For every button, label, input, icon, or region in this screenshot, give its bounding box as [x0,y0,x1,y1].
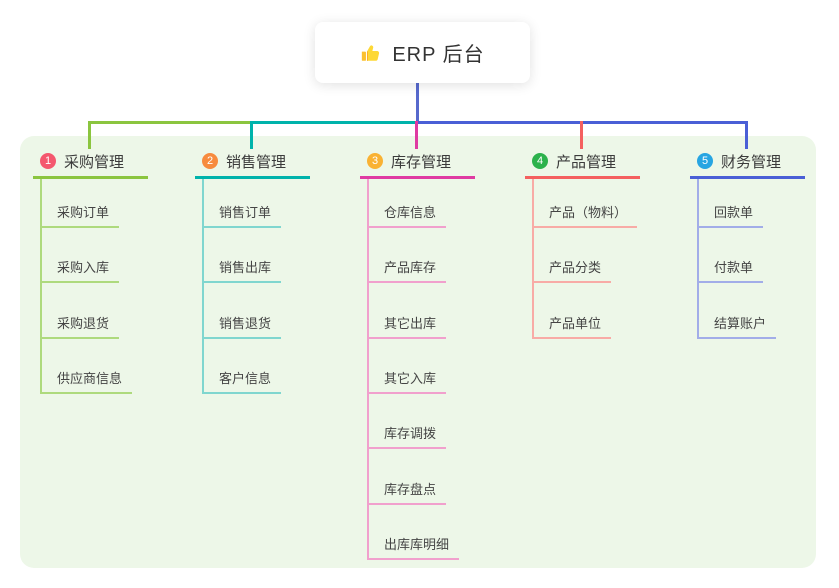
branch-header-5[interactable]: 5 财务管理 [697,150,781,172]
branch-header-2[interactable]: 2 销售管理 [202,150,286,172]
branch-label: 产品管理 [556,153,617,171]
child-node[interactable]: 仓库信息 [367,204,447,228]
branch-underline [360,176,475,179]
branch-badge: 3 [367,153,383,169]
branch-drop-line-4 [580,121,583,149]
branch-drop-line-3 [415,121,418,149]
branch-drop-line-1 [88,121,91,149]
child-node[interactable]: 销售退货 [202,315,282,339]
child-node[interactable]: 产品分类 [532,259,612,284]
branch-trunk [697,179,699,339]
bus-segment-mid [250,121,418,124]
branch-badge: 2 [202,153,218,169]
bus-segment-left [88,121,253,124]
child-node[interactable]: 供应商信息 [40,370,133,394]
root-title: ERP 后台 [392,44,485,66]
branch-drop-line-2 [250,121,253,149]
child-node[interactable]: 其它出库 [367,315,447,339]
child-node[interactable]: 库存调拨 [367,425,447,450]
child-node[interactable]: 采购入库 [40,259,120,284]
branch-badge: 5 [697,153,713,169]
background-panel [20,136,816,568]
branch-label: 库存管理 [391,153,452,171]
child-node[interactable]: 产品单位 [532,315,612,339]
branch-trunk [367,179,369,560]
child-node[interactable]: 出库库明细 [367,536,460,560]
branch-underline [525,176,640,179]
root-connector-line [416,83,419,124]
branch-underline [195,176,310,179]
child-node[interactable]: 结算账户 [697,315,777,339]
branch-badge: 1 [40,153,56,169]
branch-trunk [202,179,204,394]
branch-underline [690,176,805,179]
branch-badge: 4 [532,153,548,169]
branch-header-3[interactable]: 3 库存管理 [367,150,451,172]
child-node[interactable]: 客户信息 [202,370,282,394]
branch-header-4[interactable]: 4 产品管理 [532,150,616,172]
branch-underline [33,176,148,179]
branch-label: 采购管理 [64,153,125,171]
branch-label: 销售管理 [226,153,287,171]
child-node[interactable]: 付款单 [697,259,764,284]
child-node[interactable]: 回款单 [697,204,764,228]
child-node[interactable]: 销售订单 [202,204,282,228]
child-node[interactable]: 其它入库 [367,370,447,394]
branch-drop-line-5 [745,121,748,149]
child-node[interactable]: 产品（物料） [532,204,638,228]
child-node[interactable]: 库存盘点 [367,481,447,505]
branch-trunk [532,179,534,339]
branch-header-1[interactable]: 1 采购管理 [40,150,124,172]
child-node[interactable]: 销售出库 [202,259,282,284]
child-node[interactable]: 产品库存 [367,259,447,284]
thumbs-up-icon [362,44,380,61]
child-node[interactable]: 采购退货 [40,315,120,339]
branch-trunk [40,179,42,394]
child-node[interactable]: 采购订单 [40,204,120,228]
root-node[interactable]: ERP 后台 [315,22,530,83]
branch-label: 财务管理 [721,153,782,171]
